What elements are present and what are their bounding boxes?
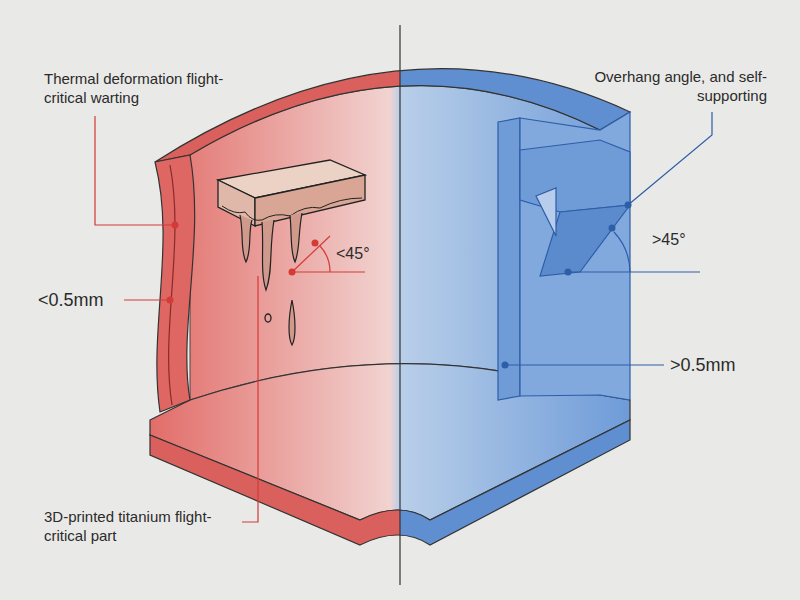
angle-label: >45° [652,230,712,250]
dimension-label: <0.5mm [38,289,122,312]
dimension-label: >0.5mm [670,354,760,377]
angle-label: <45° [336,244,396,264]
callout-text: Thermal deformation flight-critical wart… [44,70,234,108]
callout-text: Overhang angle, and self-supporting [592,68,767,106]
callout-text: 3D-printed titanium flight-critical part [44,508,239,546]
